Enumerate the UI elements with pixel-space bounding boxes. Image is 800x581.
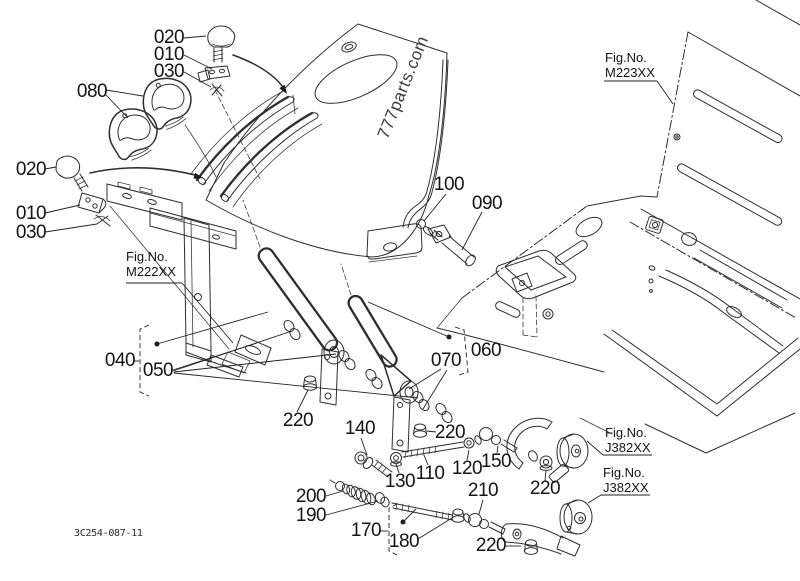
callout-100: 100 bbox=[433, 174, 465, 195]
fig-ref-line1: Fig.No. bbox=[605, 50, 647, 65]
knob-left-assembly bbox=[55, 155, 203, 227]
right-panel bbox=[629, 0, 800, 319]
deck-platform bbox=[436, 195, 800, 454]
callout-010-left: 010 bbox=[15, 203, 47, 224]
callout-130: 130 bbox=[384, 471, 416, 492]
pin-090 bbox=[427, 224, 476, 267]
callout-200: 200 bbox=[295, 486, 327, 507]
callout-040: 040 bbox=[104, 350, 136, 371]
console-side-bracket bbox=[366, 59, 449, 263]
fig-ref-m223xx: Fig.No. M223XX bbox=[605, 50, 655, 80]
callout-020-top: 020 bbox=[153, 27, 185, 48]
callout-140: 140 bbox=[344, 418, 376, 439]
callout-030-top: 030 bbox=[153, 61, 185, 82]
callout-leaders bbox=[44, 35, 674, 556]
fig-ref-line1: Fig.No. bbox=[605, 425, 647, 440]
callout-070: 070 bbox=[430, 350, 462, 371]
fig-ref-m222xx: Fig.No. M222XX bbox=[126, 249, 176, 279]
fig-ref-line2: J382XX bbox=[603, 479, 649, 495]
upper-sector-crank bbox=[506, 417, 589, 483]
callout-110: 110 bbox=[415, 463, 445, 484]
callout-220-d: 220 bbox=[475, 535, 507, 556]
lever-grips-080 bbox=[108, 77, 217, 178]
callout-170: 170 bbox=[350, 520, 382, 541]
bushings-050 bbox=[283, 319, 453, 424]
callout-120: 120 bbox=[451, 458, 483, 479]
left-mount-bracket bbox=[106, 181, 272, 378]
callout-030-left: 030 bbox=[15, 222, 47, 243]
fig-ref-line2: J382XX bbox=[605, 439, 651, 455]
lower-sector-crank bbox=[500, 499, 593, 557]
lever-arm-right bbox=[340, 263, 419, 404]
callout-010-top: 010 bbox=[153, 44, 185, 65]
callout-050: 050 bbox=[142, 360, 174, 381]
pivot-straps bbox=[319, 348, 411, 453]
callout-180: 180 bbox=[388, 531, 420, 552]
callout-220-a: 220 bbox=[282, 410, 314, 431]
fig-ref-line2: M223XX bbox=[605, 64, 655, 80]
callout-220-c: 220 bbox=[529, 478, 561, 499]
callout-020-left: 020 bbox=[15, 159, 47, 180]
knob-top-assembly bbox=[197, 25, 287, 180]
callout-210: 210 bbox=[467, 480, 499, 501]
fig-ref-j382xx-upper: Fig.No. J382XX bbox=[605, 425, 651, 455]
drawing-number: 3C254-087-11 bbox=[74, 528, 143, 539]
callout-220-b: 220 bbox=[434, 422, 466, 443]
callout-090: 090 bbox=[471, 193, 503, 214]
bolt-100 bbox=[416, 219, 443, 241]
callout-150: 150 bbox=[480, 451, 512, 472]
fig-ref-j382xx-lower: Fig.No. J382XX bbox=[603, 465, 649, 495]
flanged-nuts-220 bbox=[303, 375, 427, 438]
callout-190: 190 bbox=[295, 505, 327, 526]
fig-ref-line1: Fig.No. bbox=[603, 465, 645, 480]
fig-ref-line2: M222XX bbox=[126, 263, 176, 279]
callout-060: 060 bbox=[470, 340, 502, 361]
lever-arm-left bbox=[242, 199, 345, 365]
callout-080: 080 bbox=[76, 81, 108, 102]
fig-ref-line1: Fig.No. bbox=[126, 249, 168, 264]
